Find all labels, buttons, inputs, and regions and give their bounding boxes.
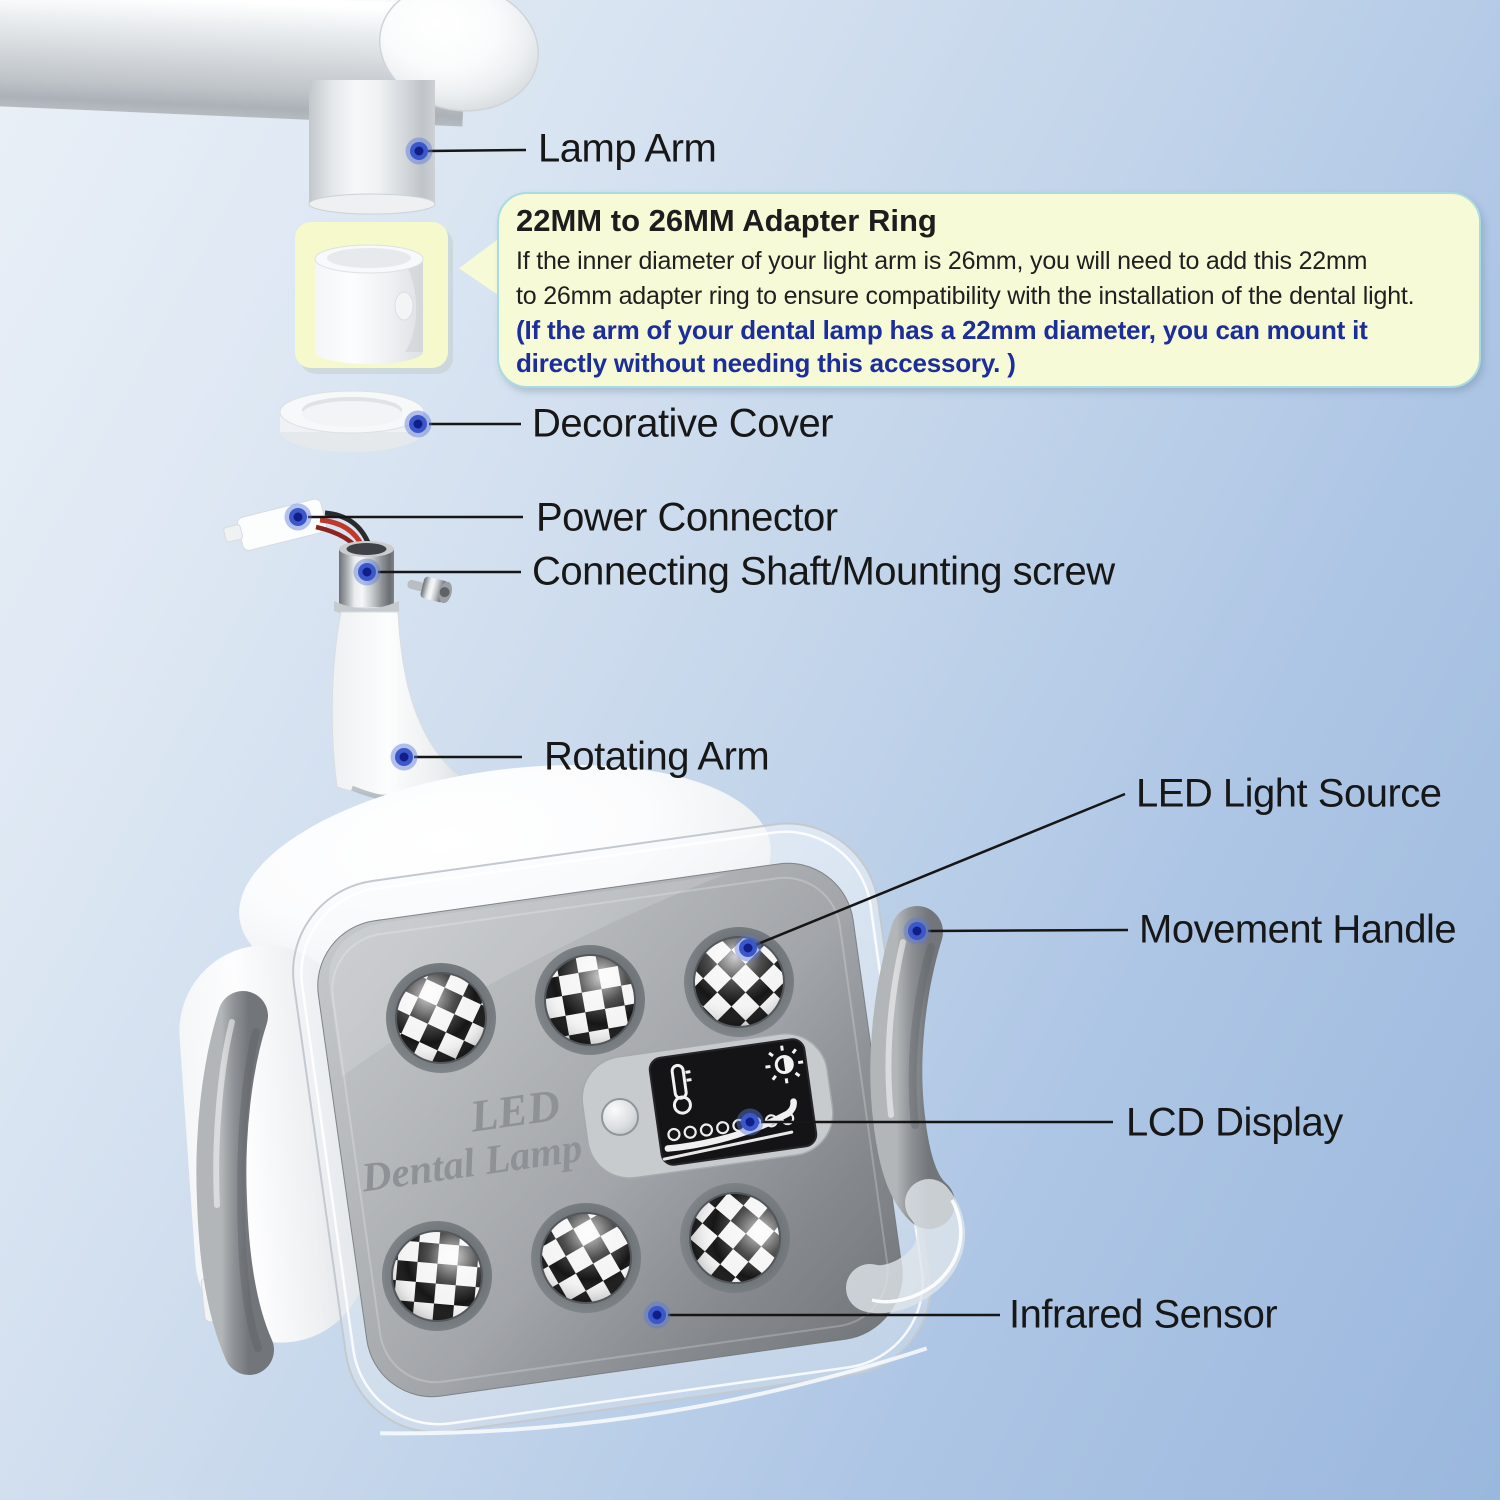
mounting-screw-part	[407, 576, 452, 604]
label-decorative-cover: Decorative Cover	[532, 401, 834, 446]
control-button[interactable]	[601, 1098, 639, 1136]
marker-connecting-shaft	[353, 558, 381, 586]
label-infrared-sensor: Infrared Sensor	[1009, 1292, 1278, 1337]
brightness-icon	[765, 1045, 804, 1084]
marker-decorative-cover	[404, 410, 432, 438]
led-reflector-4	[382, 1221, 492, 1331]
adapter-ring-callout: 22MM to 26MM Adapter Ring If the inner d…	[497, 192, 1481, 388]
led-reflector-5	[531, 1203, 641, 1313]
callout-note-line2: directly without needing this accessory.…	[516, 348, 1016, 378]
intensity-swoosh	[664, 1098, 797, 1152]
label-power-connector: Power Connector	[536, 495, 838, 540]
marker-lcd-display	[736, 1108, 764, 1136]
marker-power-connector	[284, 503, 312, 531]
lcd-underline	[662, 1130, 794, 1161]
marker-rotating-arm	[390, 743, 418, 771]
marker-led-light-source	[734, 934, 762, 962]
tube-end-cap	[378, 0, 540, 112]
lcd-display-part	[648, 1038, 818, 1166]
power-connector-part	[223, 498, 328, 551]
line-movement-handle	[927, 928, 1129, 933]
lamp-arm-vertical-tube	[308, 80, 436, 215]
label-led-light-source: LED Light Source	[1136, 771, 1442, 816]
label-connecting-shaft: Connecting Shaft/Mounting screw	[532, 549, 1115, 594]
left-handle[interactable]	[196, 991, 274, 1375]
label-lcd-display: LCD Display	[1126, 1100, 1343, 1145]
label-rotating-arm: Rotating Arm	[544, 734, 770, 779]
callout-lines	[308, 148, 1129, 1317]
led-reflector-2	[534, 945, 645, 1055]
callout-note-line1: (If the arm of your dental lamp has a 22…	[516, 315, 1368, 345]
point-markers	[284, 137, 931, 1329]
marker-infrared-sensor	[643, 1301, 671, 1329]
led-reflector-6	[680, 1183, 790, 1293]
right-handle[interactable]	[846, 906, 965, 1314]
label-lamp-arm: Lamp Arm	[538, 126, 717, 171]
led-reflector-1	[386, 963, 496, 1073]
marker-lamp-arm	[405, 137, 433, 165]
label-movement-handle: Movement Handle	[1139, 907, 1457, 952]
thermometer-icon	[670, 1063, 692, 1115]
callout-title: 22MM to 26MM Adapter Ring	[516, 203, 937, 238]
adapter-ring-part	[314, 244, 424, 364]
line-lamp-arm	[427, 148, 527, 153]
marker-movement-handle	[903, 917, 931, 945]
line-led-light-source	[747, 792, 1126, 950]
callout-body-line1: If the inner diameter of your light arm …	[516, 247, 1368, 275]
led-reflector-3	[684, 927, 794, 1037]
decorative-cover-part	[279, 390, 425, 452]
callout-body-line2: to 26mm adapter ring to ensure compatibi…	[516, 282, 1415, 310]
